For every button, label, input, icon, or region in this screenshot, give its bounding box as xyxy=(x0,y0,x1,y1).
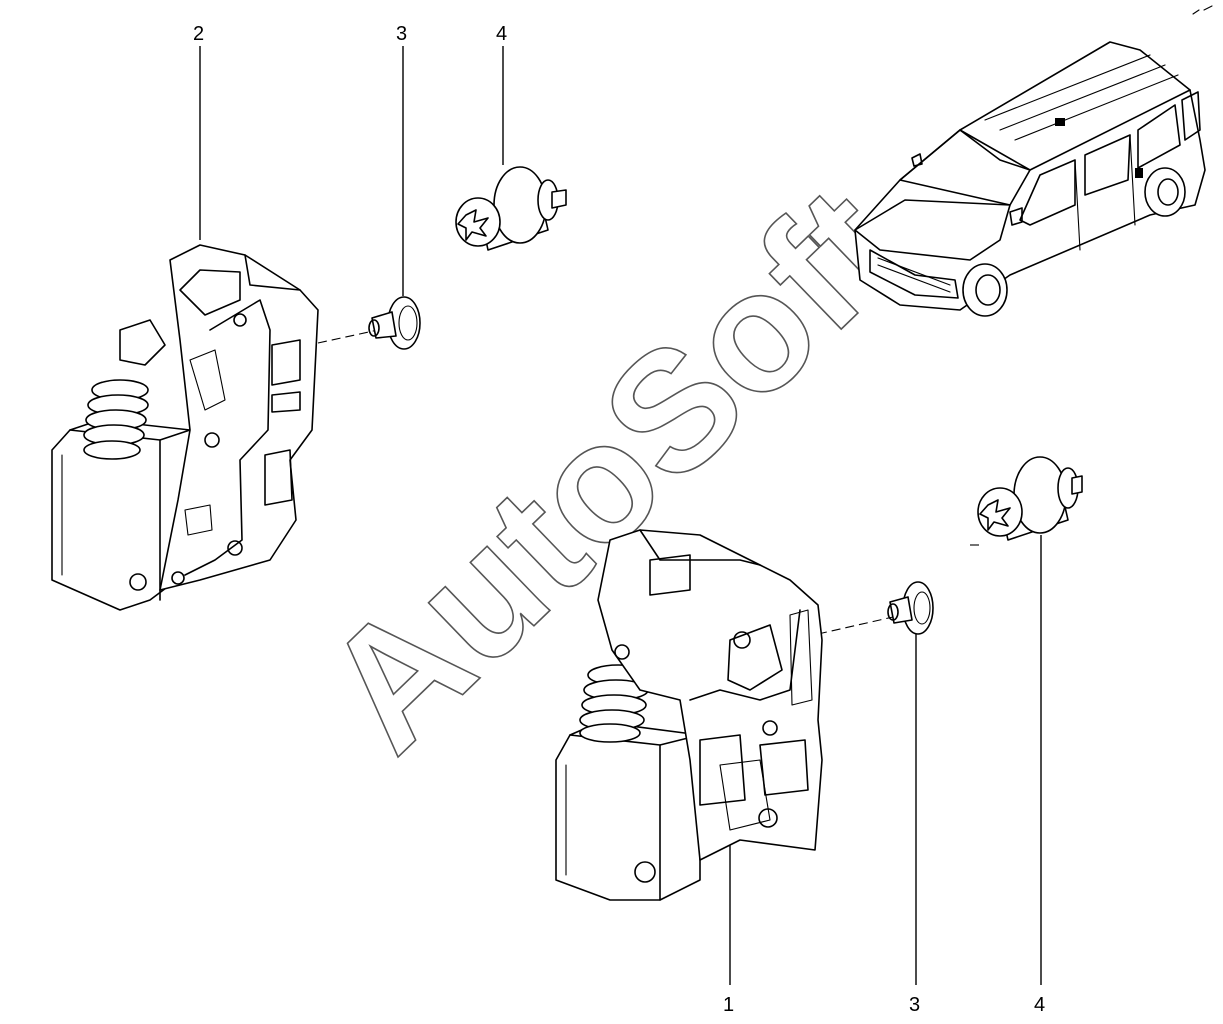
leader-lines xyxy=(199,46,1042,985)
corner-mark xyxy=(1192,5,1213,15)
assembly-axis-bottom xyxy=(817,616,894,635)
callout-4-top: 4 xyxy=(496,23,507,45)
torx-screw-icon-part-4-top xyxy=(455,166,567,251)
callouts: 2 3 4 1 3 4 xyxy=(193,23,1045,1016)
minivan-icon xyxy=(854,41,1206,317)
washer-bolt-icon-part-3-bottom xyxy=(887,581,934,635)
callout-2: 2 xyxy=(193,23,204,45)
torx-screw-icon-part-4-bottom xyxy=(977,456,1083,541)
callout-3-top: 3 xyxy=(396,23,407,45)
assembly-axis-top xyxy=(317,329,379,344)
door-lock-mark xyxy=(1135,168,1143,178)
roof-mark xyxy=(1055,118,1065,126)
callout-1: 1 xyxy=(723,994,734,1016)
callout-3-bottom: 3 xyxy=(909,994,920,1016)
washer-bolt-icon-part-3-top xyxy=(368,296,421,350)
door-lock-actuator-icon-part-1 xyxy=(555,529,823,901)
callout-4-bottom: 4 xyxy=(1034,994,1045,1016)
door-lock-actuator-icon-part-2 xyxy=(51,244,319,611)
